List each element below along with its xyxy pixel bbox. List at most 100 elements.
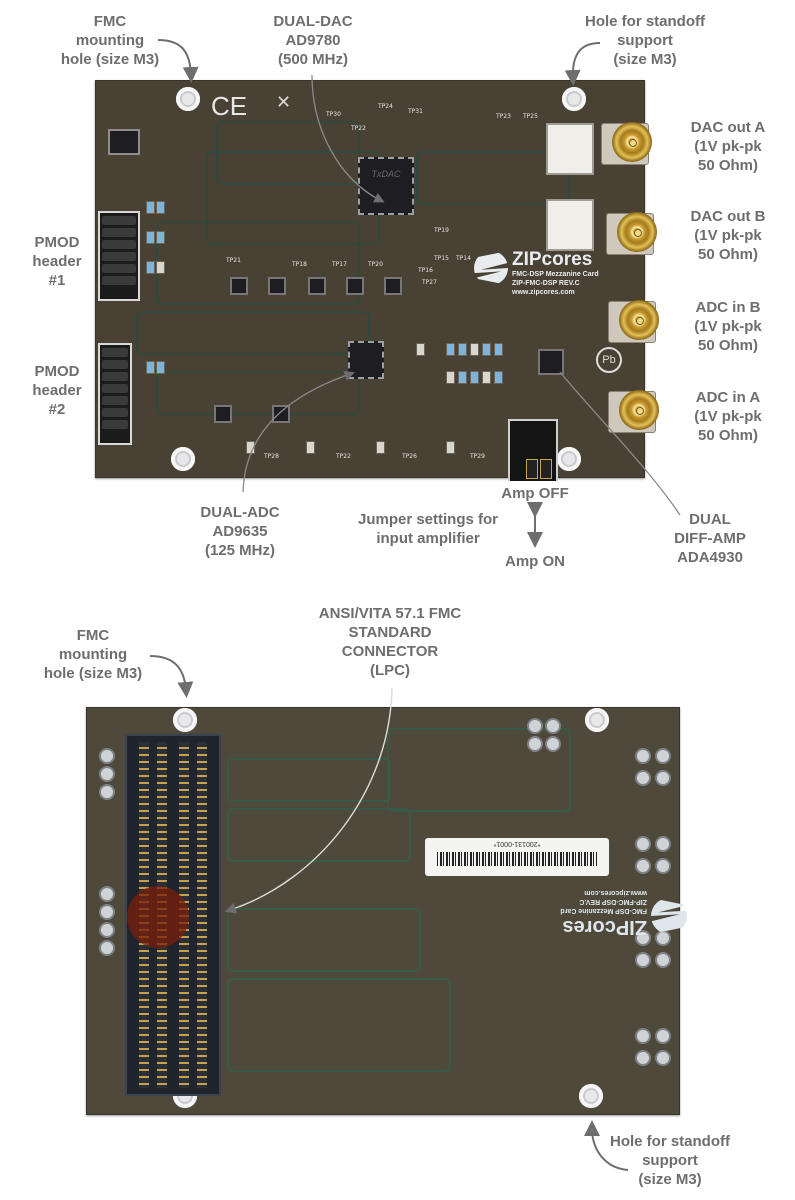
board-name: FMC-DSP Mezzanine Card	[512, 271, 599, 278]
label-dual-dac: DUAL-DAC AD9780 (500 MHz)	[258, 12, 368, 69]
label-line: CONNECTOR	[341, 643, 439, 660]
smd-component	[446, 441, 455, 454]
smd-component	[146, 231, 155, 244]
pcb-trace	[416, 151, 570, 205]
label-line: 50 Ohm)	[697, 427, 758, 444]
pcb-trace	[156, 371, 360, 415]
label-dac-out-b: DAC out B (1V pk-pk 50 Ohm)	[673, 207, 783, 264]
sma-solder-via	[635, 748, 651, 764]
label-line: ADC in A	[695, 389, 761, 406]
tp-label: TP20	[368, 261, 383, 268]
board-url: www.zipcores.com	[584, 889, 647, 896]
label-line: mounting	[58, 646, 128, 663]
smd-component	[146, 201, 155, 214]
label-line: ADA4930	[677, 549, 743, 566]
pcb-trace	[156, 221, 360, 305]
label-line: #1	[48, 272, 66, 289]
smd-component	[458, 371, 467, 384]
label-line: Hole for standoff	[585, 13, 705, 30]
jumper-j2[interactable]	[526, 459, 538, 479]
label-line: 50 Ohm)	[697, 157, 758, 174]
smd-component	[416, 343, 425, 356]
label-line: DIFF-AMP	[674, 530, 746, 547]
zipcores-logo-text: ZIPcores	[512, 249, 593, 270]
sma-solder-via	[655, 836, 671, 852]
label-fmc-mounting-hole-top: FMC mounting hole (size M3)	[55, 12, 165, 69]
u6-chip	[384, 277, 402, 295]
pcb-trace	[227, 908, 421, 972]
label-line: (1V pk-pk	[694, 138, 762, 155]
label-line: Hole for standoff	[610, 1133, 730, 1150]
via	[99, 748, 115, 764]
diff-amp-chip-ada4930	[538, 349, 564, 375]
smd-component	[306, 441, 315, 454]
via	[99, 886, 115, 902]
jumper-j1[interactable]	[540, 459, 552, 479]
tp-label: TP22	[351, 125, 366, 132]
ce-mark: CE	[211, 91, 248, 121]
sma-solder-via	[655, 770, 671, 786]
pcb-trace	[227, 808, 411, 862]
label-pmod-header-2: PMOD header #2	[22, 362, 92, 419]
label-line: PMOD	[34, 363, 80, 380]
bottom-logo-block: ZIPcores FMC-DSP Mezzanine Card ZIP-FMC-…	[507, 876, 687, 938]
label-line: STANDARD	[348, 624, 432, 641]
dac-chip-marking: TxDAC	[371, 169, 401, 179]
jumper-block-j1-j2[interactable]	[508, 419, 558, 481]
via	[99, 940, 115, 956]
label-dual-diff-amp: DUAL DIFF-AMP ADA4930	[660, 510, 760, 567]
smd-component	[470, 343, 479, 356]
via	[99, 784, 115, 800]
via	[545, 736, 561, 752]
smd-component	[156, 361, 165, 374]
label-line: FMC	[76, 627, 110, 644]
label-amp-off: Amp OFF	[501, 485, 569, 502]
sma-solder-via	[635, 836, 651, 852]
kapton-tape-pad	[127, 886, 189, 948]
board-revision: ZIP-FMC-DSP REV.C	[512, 280, 580, 287]
label-line: #2	[48, 401, 66, 418]
dac-chip-ad9780: TxDAC	[358, 157, 414, 215]
label-line: (1V pk-pk	[694, 227, 762, 244]
tp-label: TP22	[336, 453, 351, 460]
pmod-header-1	[98, 211, 140, 301]
u7-chip	[308, 277, 326, 295]
label-line: hole (size M3)	[60, 51, 160, 68]
smd-component	[494, 371, 503, 384]
board-name: FMC-DSP Mezzanine Card	[560, 907, 647, 914]
zipcores-logo-mark	[474, 251, 508, 285]
tp-label: TP24	[378, 103, 393, 110]
label-jumper-settings: Jumper settings for input amplifier	[348, 510, 508, 548]
label-line: mounting	[75, 32, 145, 49]
sma-solder-via	[655, 952, 671, 968]
label-dac-out-a: DAC out A (1V pk-pk 50 Ohm)	[673, 118, 783, 175]
tp-label: TP30	[326, 111, 341, 118]
bottom-pcb-board: *200131-0001* ZIPcores FMC-DSP Mezzanine…	[86, 707, 680, 1115]
weee-bin-icon: ✕	[276, 92, 292, 112]
label-fmc-connector: ANSI/VITA 57.1 FMC STANDARD CONNECTOR (L…	[310, 604, 470, 680]
zipcores-logo-text: ZIPcores	[562, 916, 647, 938]
tp-label: TP14	[456, 255, 471, 262]
transformer-t1	[546, 123, 594, 175]
standoff-hole-top	[562, 87, 586, 111]
via	[99, 766, 115, 782]
via	[527, 736, 543, 752]
label-line: support	[617, 32, 673, 49]
pcb-trace	[136, 311, 370, 355]
sma-solder-via	[635, 770, 651, 786]
tp-label: TP18	[292, 261, 307, 268]
smd-component	[446, 371, 455, 384]
transformer-t2	[546, 199, 594, 251]
pcb-trace	[227, 758, 391, 802]
smd-component	[156, 231, 165, 244]
tp-label: TP19	[434, 227, 449, 234]
label-line: hole (size M3)	[43, 665, 143, 682]
label-line: DAC out A	[690, 119, 766, 136]
smd-component	[156, 261, 165, 274]
tp-label: TP16	[418, 267, 433, 274]
tp-label: TP28	[264, 453, 279, 460]
label-fmc-mounting-hole-bottom: FMC mounting hole (size M3)	[38, 626, 148, 683]
pb-free-icon: Pb	[596, 347, 622, 373]
sma-solder-via	[635, 952, 651, 968]
u5-chip	[272, 405, 290, 423]
